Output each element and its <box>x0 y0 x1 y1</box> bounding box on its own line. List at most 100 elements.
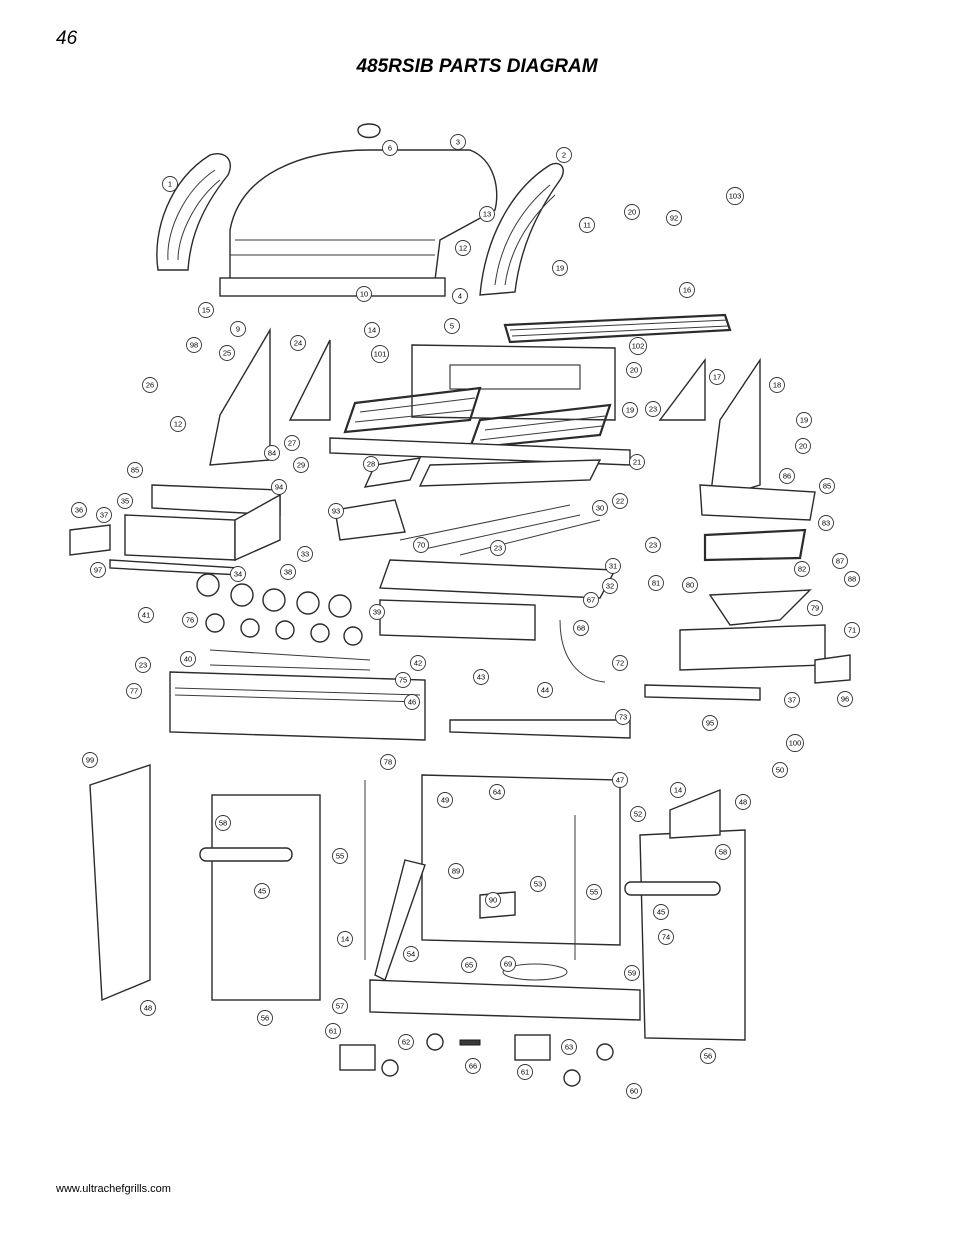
burners <box>334 457 617 599</box>
left-end-cap <box>156 153 231 271</box>
callout-label: 34 <box>234 570 242 579</box>
callout-66: 66 <box>465 1058 481 1074</box>
callout-16: 16 <box>679 282 695 298</box>
callout-53: 53 <box>530 876 546 892</box>
callout-79: 79 <box>807 600 823 616</box>
callout-label: 20 <box>628 208 636 217</box>
footer-url: www.ultrachefgrills.com <box>56 1183 171 1195</box>
callout-95: 95 <box>702 715 718 731</box>
callout-24: 24 <box>290 335 306 351</box>
callout-label: 79 <box>811 604 819 613</box>
callout-label: 1 <box>168 180 172 189</box>
callout-33: 33 <box>297 546 313 562</box>
callout-41: 41 <box>138 607 154 623</box>
callout-label: 101 <box>374 350 387 359</box>
left-side-burner <box>69 484 281 576</box>
callout-label: 50 <box>776 766 784 775</box>
callout-57: 57 <box>332 998 348 1014</box>
callout-label: 12 <box>459 244 467 253</box>
callout-label: 33 <box>301 550 309 559</box>
callout-96: 96 <box>837 691 853 707</box>
callout-76: 76 <box>182 612 198 628</box>
callout-23: 23 <box>645 401 661 417</box>
callout-label: 45 <box>258 887 266 896</box>
callout-label: 75 <box>399 676 407 685</box>
callout-label: 55 <box>590 888 598 897</box>
callout-label: 6 <box>388 144 392 153</box>
callout-45: 45 <box>254 883 270 899</box>
callout-label: 43 <box>477 673 485 682</box>
callout-label: 15 <box>202 306 210 315</box>
callout-label: 72 <box>616 659 624 668</box>
callout-99: 99 <box>82 752 98 768</box>
callout-69: 69 <box>500 956 516 972</box>
callout-61: 61 <box>325 1023 341 1039</box>
callout-18: 18 <box>769 377 785 393</box>
callout-62: 62 <box>398 1034 414 1050</box>
callout-43: 43 <box>473 669 489 685</box>
callout-label: 19 <box>626 406 634 415</box>
callout-label: 55 <box>336 852 344 861</box>
callout-label: 88 <box>848 575 856 584</box>
callout-label: 59 <box>628 969 636 978</box>
callout-58: 58 <box>215 815 231 831</box>
callout-label: 85 <box>823 482 831 491</box>
callout-label: 20 <box>630 366 638 375</box>
callout-63: 63 <box>561 1039 577 1055</box>
callout-21: 21 <box>629 454 645 470</box>
callout-label: 58 <box>719 848 727 857</box>
parts-diagram: 1234569101112131415161920921039825242612… <box>69 123 860 1099</box>
callout-55: 55 <box>586 884 602 900</box>
callout-67: 67 <box>583 592 599 608</box>
callout-label: 76 <box>186 616 194 625</box>
callout-label: 53 <box>534 880 542 889</box>
callout-36: 36 <box>71 502 87 518</box>
callout-1: 1 <box>162 176 178 192</box>
grill-hood <box>219 123 498 297</box>
callout-label: 98 <box>190 341 198 350</box>
callout-label: 19 <box>800 416 808 425</box>
callout-92: 92 <box>666 210 682 226</box>
callout-label: 44 <box>541 686 549 695</box>
callout-label: 102 <box>632 342 645 351</box>
firebox <box>329 344 631 466</box>
callout-3: 3 <box>450 134 466 150</box>
callout-6: 6 <box>382 140 398 156</box>
callout-label: 81 <box>652 579 660 588</box>
callout-label: 86 <box>783 472 791 481</box>
callout-47: 47 <box>612 772 628 788</box>
callout-60: 60 <box>626 1083 642 1099</box>
callout-19: 19 <box>622 402 638 418</box>
callout-12: 12 <box>170 416 186 432</box>
callout-label: 71 <box>848 626 856 635</box>
callout-44: 44 <box>537 682 553 698</box>
callout-28: 28 <box>363 456 379 472</box>
callout-86: 86 <box>779 468 795 484</box>
callout-35: 35 <box>117 493 133 509</box>
callout-14: 14 <box>670 782 686 798</box>
callout-label: 9 <box>236 325 240 334</box>
callout-label: 87 <box>836 557 844 566</box>
callout-59: 59 <box>624 965 640 981</box>
callout-label: 14 <box>368 326 376 335</box>
callout-label: 67 <box>587 596 595 605</box>
callout-label: 18 <box>773 381 781 390</box>
callout-label: 65 <box>465 961 473 970</box>
callout-27: 27 <box>284 435 300 451</box>
callout-label: 70 <box>417 541 425 550</box>
callout-58: 58 <box>715 844 731 860</box>
callout-39: 39 <box>369 604 385 620</box>
callout-layer: 1234569101112131415161920921039825242612… <box>71 134 860 1099</box>
callout-label: 96 <box>841 695 849 704</box>
callout-80: 80 <box>682 577 698 593</box>
callout-label: 90 <box>489 896 497 905</box>
callout-88: 88 <box>844 571 860 587</box>
callout-label: 52 <box>634 810 642 819</box>
callout-48: 48 <box>140 1000 156 1016</box>
callout-45: 45 <box>653 904 669 920</box>
callout-label: 24 <box>294 339 302 348</box>
callout-64: 64 <box>489 784 505 800</box>
callout-85: 85 <box>127 462 143 478</box>
callout-89: 89 <box>448 863 464 879</box>
callout-label: 80 <box>686 581 694 590</box>
